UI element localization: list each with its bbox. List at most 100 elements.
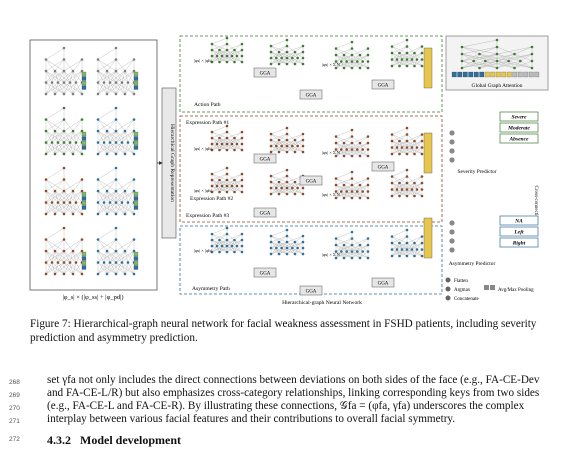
graph-node xyxy=(80,272,84,276)
graph-node xyxy=(358,154,362,158)
graph-node xyxy=(366,141,370,145)
graph-node xyxy=(390,254,394,258)
graph-node xyxy=(366,154,370,158)
graph-node xyxy=(413,51,416,55)
graph-node xyxy=(361,148,364,151)
severity-class-box xyxy=(499,133,539,144)
graph-node xyxy=(210,244,214,248)
asymmetry-class-box xyxy=(499,226,539,237)
graph-node xyxy=(301,246,305,250)
graph-node xyxy=(62,166,66,170)
graph-node xyxy=(235,54,239,58)
feature-cell xyxy=(133,71,139,77)
path-label-expr1: Expression Path #1 xyxy=(186,120,229,126)
graph-node xyxy=(345,60,348,63)
graph-node xyxy=(132,58,136,61)
expression-path-box xyxy=(179,115,443,223)
graph-node xyxy=(460,52,464,56)
graph-node xyxy=(410,188,414,191)
graph-node xyxy=(132,129,136,133)
graph-node xyxy=(80,212,84,216)
graph-node xyxy=(280,56,283,60)
attention-cell xyxy=(479,71,485,78)
graph-node xyxy=(80,58,84,61)
graph-node xyxy=(230,142,234,146)
graph-node xyxy=(405,152,409,156)
graph-node xyxy=(44,129,48,133)
graph-node xyxy=(71,152,75,156)
graph-node xyxy=(530,52,534,56)
feature-cell xyxy=(133,140,139,146)
graph-node xyxy=(400,146,404,149)
graph-node xyxy=(495,52,499,56)
line-text: set γfa not only includes the direct con… xyxy=(47,374,540,386)
graph-node xyxy=(405,133,409,136)
graph-node xyxy=(285,144,289,148)
graph-node xyxy=(413,64,416,68)
legend-flatten: Flatten xyxy=(454,279,468,284)
graph-node xyxy=(225,36,229,40)
graph-node xyxy=(96,212,100,216)
graph-node xyxy=(350,256,354,260)
feature-cell xyxy=(133,76,139,81)
path-formula: |φs| × Σ N xyxy=(322,150,341,155)
graph-node xyxy=(350,128,354,132)
feature-cell xyxy=(133,196,139,201)
graph-node xyxy=(415,146,419,149)
graph-node xyxy=(366,177,370,180)
graph-node xyxy=(53,69,57,73)
graph-node xyxy=(233,60,236,64)
graph-node xyxy=(225,42,229,46)
graph-node xyxy=(395,248,399,251)
graph-node xyxy=(220,142,224,146)
graph-node xyxy=(334,256,338,260)
graph-node xyxy=(210,184,214,188)
graph-node xyxy=(80,129,84,133)
graph-node xyxy=(62,249,66,253)
graph-node xyxy=(120,81,124,84)
graph-node xyxy=(44,212,48,216)
graph-node xyxy=(361,250,364,253)
graph-node xyxy=(123,212,127,216)
graph-node xyxy=(296,186,299,190)
figure-diagram: |φ_s| × (|φ_ss| + |φ_pd|) Hierarchical G… xyxy=(29,35,549,306)
graph-node xyxy=(240,142,244,146)
graph-node xyxy=(80,189,84,193)
graph-node xyxy=(225,136,229,140)
graph-node xyxy=(44,201,48,204)
gga-block xyxy=(253,267,277,278)
graph-node xyxy=(44,58,48,61)
graph-node xyxy=(280,186,283,190)
graph-node xyxy=(400,58,404,61)
graph-node xyxy=(269,192,273,196)
feature-cell xyxy=(133,205,139,210)
graph-node xyxy=(68,141,72,144)
graph-node xyxy=(405,235,409,238)
graph-node xyxy=(405,168,409,172)
graph-node xyxy=(235,244,239,248)
graph-node xyxy=(218,48,221,52)
attention-cell xyxy=(528,71,534,78)
graph-node xyxy=(62,141,66,144)
graph-node xyxy=(240,148,244,152)
graph-node xyxy=(132,118,136,121)
graph-node xyxy=(108,201,112,204)
graph-node xyxy=(285,180,289,184)
graph-node xyxy=(132,152,136,156)
graph-node xyxy=(390,248,394,251)
graph-node xyxy=(390,64,394,68)
graph-node xyxy=(285,168,289,172)
graph-node xyxy=(74,201,78,204)
graph-node xyxy=(230,184,234,188)
graph-node xyxy=(269,132,273,136)
graph-node xyxy=(356,250,359,253)
graph-node xyxy=(240,232,244,236)
graph-node xyxy=(366,53,370,57)
graph-node xyxy=(277,62,281,66)
graph-node xyxy=(210,232,214,236)
graph-node xyxy=(285,132,289,136)
graph-node xyxy=(96,272,100,276)
graph-node xyxy=(269,56,273,60)
graph-node xyxy=(366,148,370,151)
